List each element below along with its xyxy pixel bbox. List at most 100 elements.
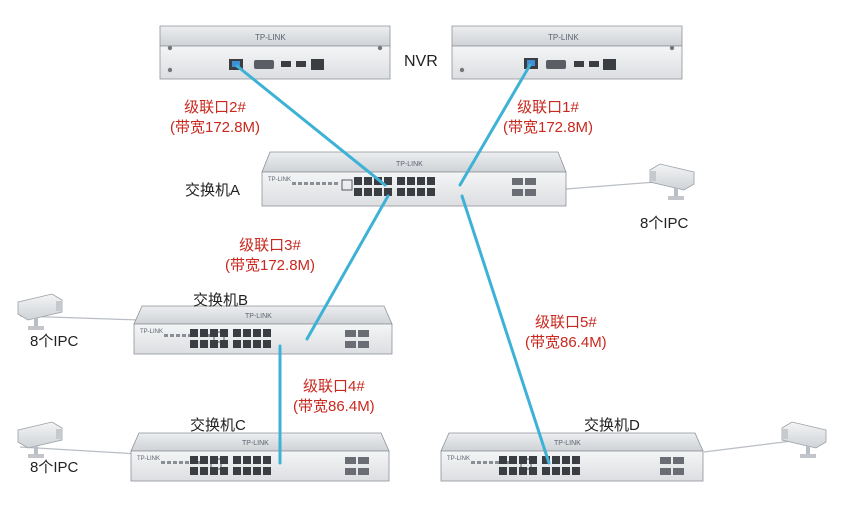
switch-d-ethernet-port xyxy=(542,456,550,464)
switch-b-ethernet-port xyxy=(233,340,241,348)
switch-c-ethernet-port xyxy=(210,456,218,464)
camera-b-hood xyxy=(56,301,62,311)
switch-a-ethernet-port xyxy=(417,188,425,196)
switch-c-ethernet-port xyxy=(190,456,198,464)
nvr-right-hdmi-port xyxy=(574,61,584,67)
switch-a-ethernet-port xyxy=(397,188,405,196)
switch-c: TP-LINK TP-LINK xyxy=(130,432,390,482)
link-4-name: 级联口4# xyxy=(303,378,365,395)
switch-d-ethernet-port xyxy=(552,456,560,464)
link-line-1 xyxy=(458,63,532,187)
switch-d-front xyxy=(440,450,704,482)
switch-c-front xyxy=(130,450,390,482)
link-line-5 xyxy=(460,194,551,465)
security-camera-icon xyxy=(17,293,63,330)
switch-a-ethernet-port xyxy=(417,177,425,185)
camera-b-base xyxy=(28,326,44,330)
switch-a-ethernet-port xyxy=(364,177,372,185)
switch-d-sfp-port xyxy=(660,468,671,475)
nvr-right-logo: TP-LINK xyxy=(548,33,579,42)
switch-b-ethernet-port xyxy=(253,329,261,337)
camera-a-mount xyxy=(674,188,678,198)
switches: TP-LINKTP-LINKTP-LINKTP-LINKTP-LINKTP-LI… xyxy=(130,151,704,482)
switch-b-ethernet-port xyxy=(263,329,271,337)
switch-a-console-port xyxy=(341,179,353,191)
switch-a-ethernet-port xyxy=(407,188,415,196)
switch-a-sfp-port xyxy=(525,178,536,185)
camera-d-mount xyxy=(806,446,810,456)
switch-b-ethernet-port xyxy=(233,329,241,337)
switch-b-logo: TP-LINK xyxy=(140,329,163,335)
switch-c-ethernet-port xyxy=(233,456,241,464)
switch-c-ethernet-port xyxy=(253,456,261,464)
nvr-right-screw xyxy=(669,45,675,51)
switch-a-ethernet-port xyxy=(407,177,415,185)
switch-c-label: 交换机C xyxy=(190,417,246,434)
nvr-left-logo: TP-LINK xyxy=(255,33,286,42)
switch-b-led xyxy=(182,334,186,337)
switch-d-ethernet-port xyxy=(509,456,517,464)
switch-c-top-logo: TP-LINK xyxy=(242,440,269,447)
wire-ipc-d xyxy=(703,439,801,453)
link-5-bandwidth: (带宽86.4M) xyxy=(525,334,607,351)
switch-d-led xyxy=(471,461,475,464)
link-label-4: 级联口4# (带宽86.4M) xyxy=(293,377,375,417)
switch-c-logo: TP-LINK xyxy=(137,456,160,462)
switch-c-ethernet-port xyxy=(243,467,251,475)
camera-a-base xyxy=(668,196,684,200)
switch-b-ethernet-port xyxy=(263,340,271,348)
switch-b-ethernet-port xyxy=(210,329,218,337)
switch-a-ethernet-port xyxy=(374,188,382,196)
link-label-1: 级联口1# (带宽172.8M) xyxy=(503,98,593,138)
switch-a-top-logo: TP-LINK xyxy=(396,161,423,168)
switch-b-ethernet-port xyxy=(200,329,208,337)
link-line-2 xyxy=(235,64,387,187)
switch-b-sfp-port xyxy=(358,341,369,348)
switch-c-sfp-port xyxy=(358,457,369,464)
camera-a-body xyxy=(649,163,695,191)
camera-b-body xyxy=(17,293,63,321)
switch-b-led xyxy=(164,334,168,337)
nvr-right-vga-port xyxy=(546,60,566,69)
nvr-label: NVR xyxy=(404,53,438,70)
switch-d-ethernet-port xyxy=(509,467,517,475)
switch-a-ethernet-port xyxy=(397,177,405,185)
switch-b-ethernet-port xyxy=(220,340,228,348)
switch-d-ethernet-port xyxy=(542,467,550,475)
switch-b-ethernet-port xyxy=(190,340,198,348)
switch-a-led xyxy=(304,182,308,185)
nvr-left: TP-LINK xyxy=(159,25,391,80)
security-camera-icon xyxy=(17,421,63,458)
link-2-bandwidth: (带宽172.8M) xyxy=(170,119,261,136)
switch-c-ethernet-port xyxy=(200,467,208,475)
switch-a-ethernet-port xyxy=(384,188,392,196)
nvr-right: TP-LINK xyxy=(451,25,683,80)
switch-d-ethernet-port xyxy=(552,467,560,475)
switch-c-ethernet-port xyxy=(263,456,271,464)
switch-c-led xyxy=(197,461,201,464)
switch-d-led xyxy=(495,461,499,464)
link-label-5: 级联口5# (带宽86.4M) xyxy=(525,313,607,353)
switch-c-sfp-port xyxy=(345,468,356,475)
switch-d-led xyxy=(489,461,493,464)
switch-a-led xyxy=(310,182,314,185)
camera-c-body xyxy=(17,421,63,449)
switch-d-ethernet-port xyxy=(572,467,580,475)
nvr-right-power-port xyxy=(603,59,616,70)
nvr-right-screw xyxy=(459,67,465,73)
switch-c-ethernet-port xyxy=(253,467,261,475)
switch-d-top-logo: TP-LINK xyxy=(554,440,581,447)
camera-c-mount xyxy=(34,446,38,456)
cascade-links xyxy=(235,63,551,465)
switch-d-ethernet-port xyxy=(562,467,570,475)
switch-b-sfp-port xyxy=(345,330,356,337)
cameras xyxy=(17,163,827,458)
security-camera-icon xyxy=(781,421,827,458)
switch-d-sfp-port xyxy=(660,457,671,464)
camera-d-hood xyxy=(782,429,788,439)
camera-c-hood xyxy=(56,429,62,439)
switch-c-ethernet-port xyxy=(210,467,218,475)
